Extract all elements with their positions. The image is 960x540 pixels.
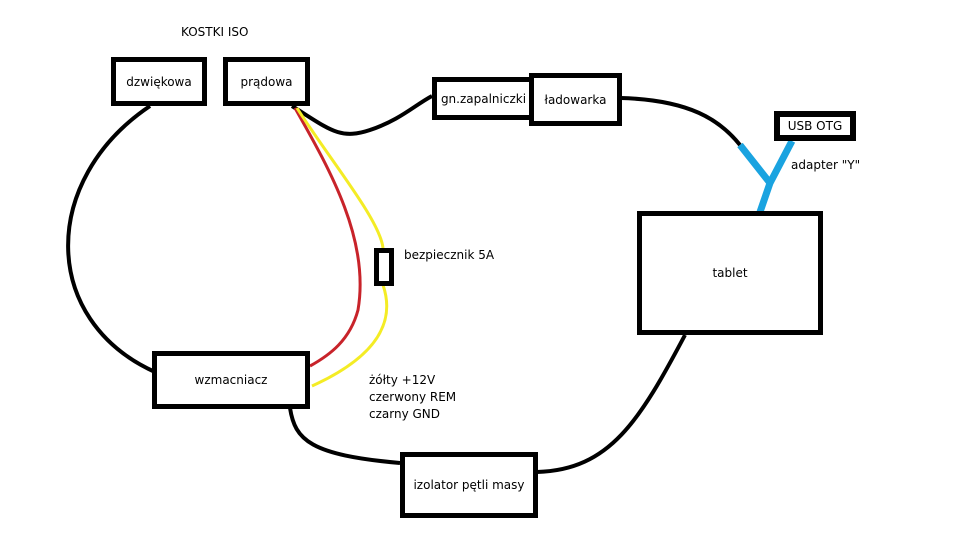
wire-wzmacniacz-izolator: [288, 407, 401, 465]
box-ladowarka: ładowarka: [529, 73, 622, 126]
box-usb-otg: USB OTG: [774, 111, 856, 141]
fuse-label: bezpiecznik 5A: [404, 248, 495, 262]
box-izolator: izolator pętli masy: [400, 452, 538, 518]
box-pradowa: prądowa: [223, 57, 310, 106]
wire-tablet-izolator: [536, 334, 687, 474]
box-gniazdo-zapalniczki: gn.zapalniczki: [432, 77, 532, 120]
legend-black: czarny GND: [369, 407, 441, 421]
title-label: KOSTKI ISO: [181, 25, 249, 39]
wire-dzwiekowa-wzmacniacz: [66, 104, 156, 374]
box-dzwiekowa: dzwiękowa: [111, 57, 207, 106]
legend-yellow: żółty +12V: [369, 373, 436, 387]
wire-pradowa-gniazdo: [290, 94, 433, 136]
box-wzmacniacz: wzmacniacz: [152, 351, 310, 409]
usb-y-adapter: [737, 139, 796, 214]
fuse-icon: [374, 248, 394, 286]
wire-ladowarka-usb: [620, 96, 742, 147]
legend-red: czerwony REM: [369, 390, 457, 404]
box-tablet: tablet: [637, 211, 823, 335]
wire-red-rem: [293, 107, 362, 368]
adapter-label: adapter "Y": [791, 158, 861, 172]
wire-yellow-12v: [295, 107, 389, 388]
